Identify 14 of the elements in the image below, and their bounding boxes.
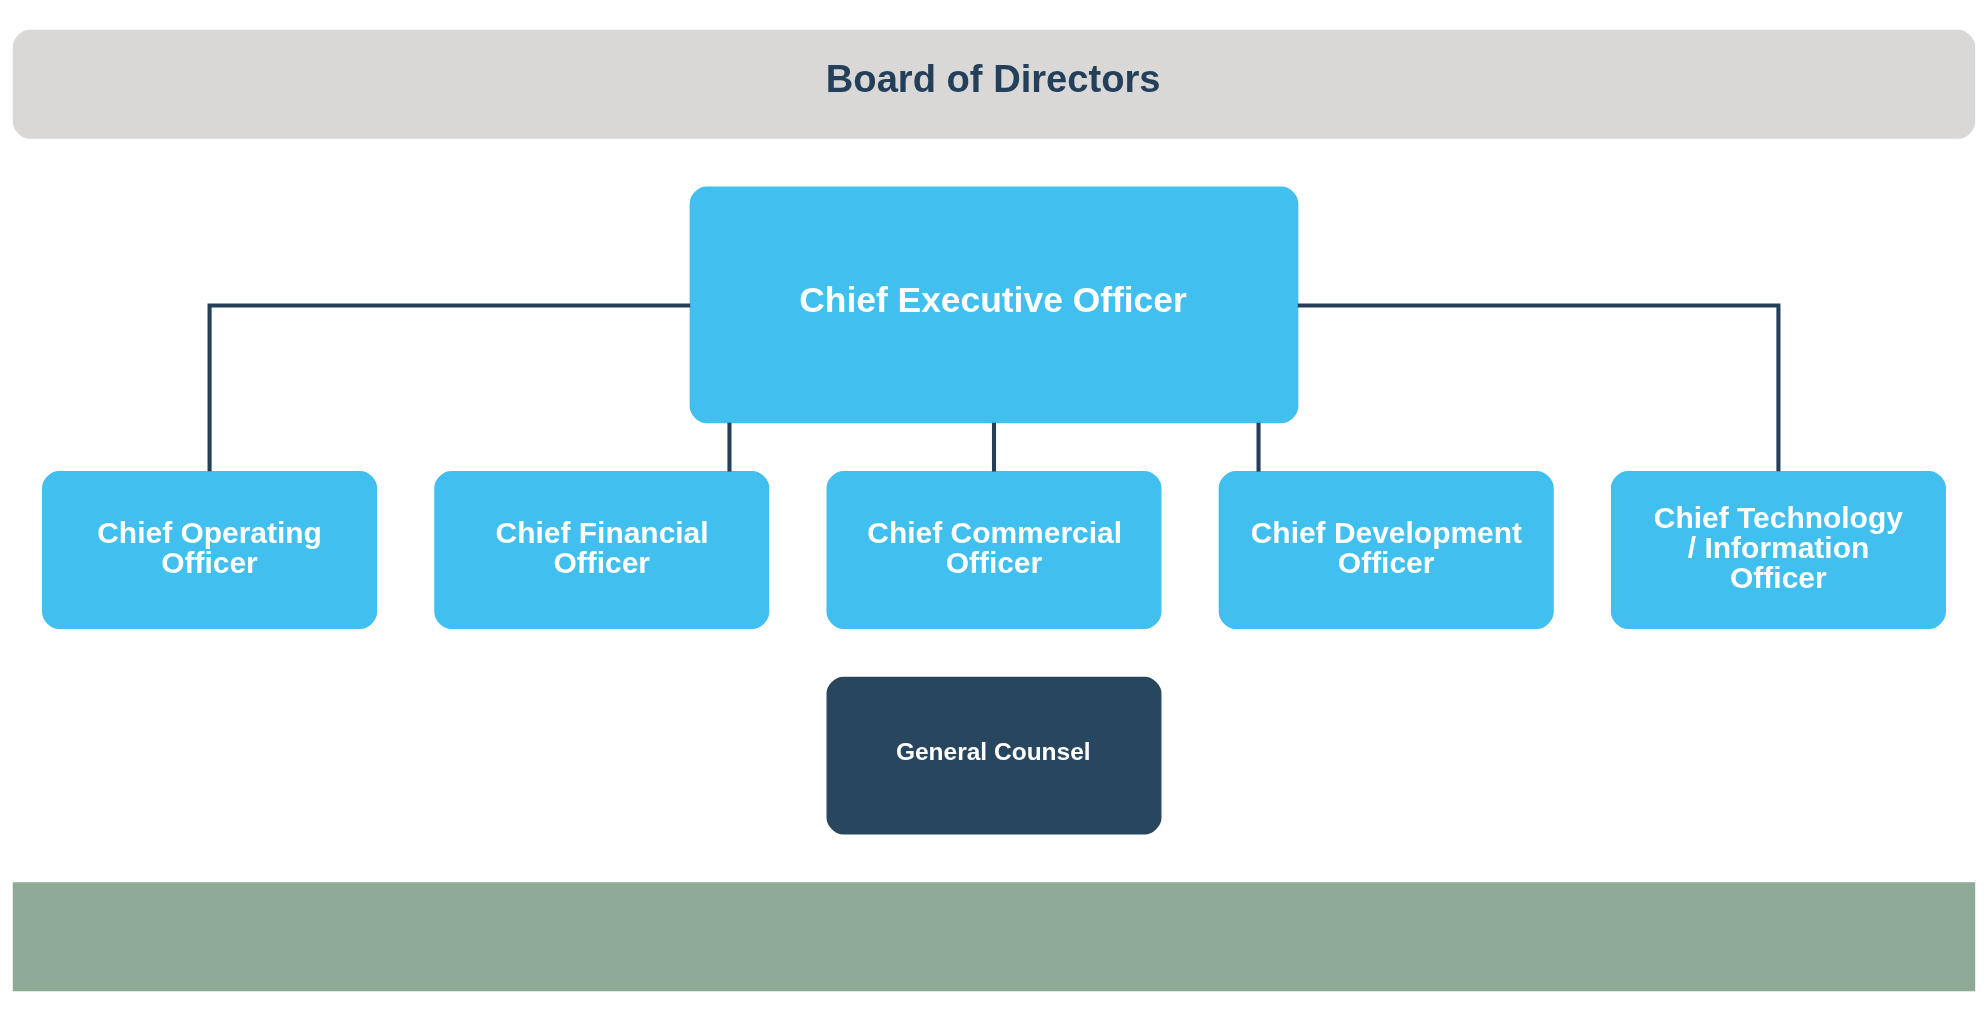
- node-box: Board of Directors: [12, 29, 1976, 139]
- node-box: Chief Development Officer: [1218, 471, 1554, 629]
- node-box: Chief Technology / Information Officer: [1610, 471, 1946, 629]
- node-box: Chief Executive Officer: [689, 186, 1299, 424]
- node-box: Chief Financial Officer: [434, 471, 770, 629]
- connector: [1297, 303, 1781, 472]
- node-box: Chief Operating Officer: [42, 471, 378, 629]
- node-box: Chief Commercial Officer: [826, 471, 1162, 629]
- node-box: General Counsel: [826, 676, 1162, 835]
- node-bar: [12, 882, 1976, 992]
- connector: [991, 422, 997, 472]
- connector: [727, 422, 732, 472]
- connector: [207, 303, 691, 472]
- connector: [1256, 422, 1261, 472]
